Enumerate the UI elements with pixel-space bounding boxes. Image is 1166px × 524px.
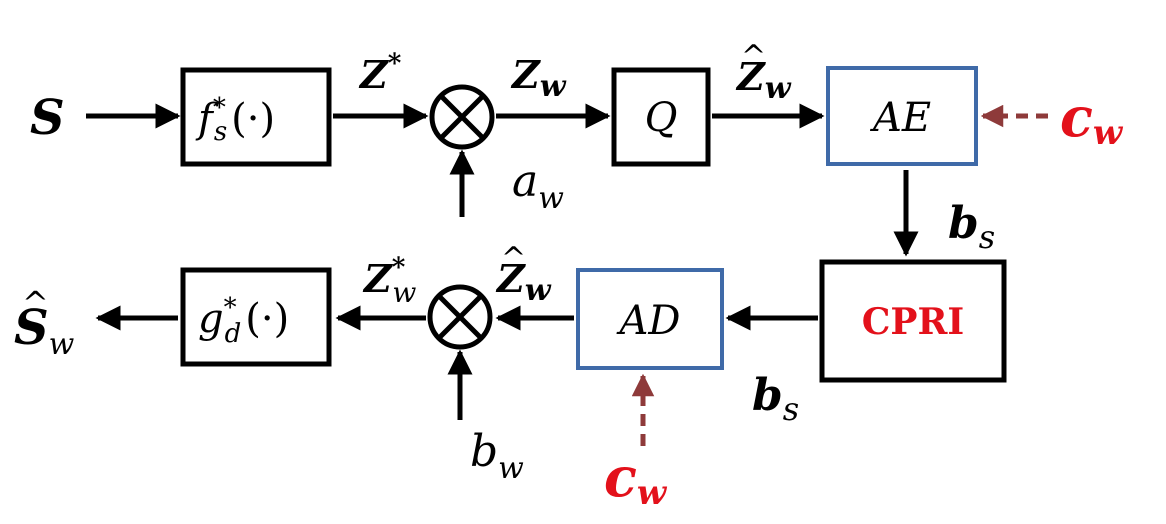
decoder-function-sup: *: [224, 293, 237, 323]
quantizer-label: Q: [645, 95, 678, 141]
b-s-right-label: bs: [948, 198, 995, 256]
decoder-function-arg: (·): [245, 296, 289, 342]
multiplier-top: [429, 84, 495, 150]
cpri-label: CPRI: [862, 301, 964, 343]
c-w-bottom-label: cw: [604, 445, 668, 513]
arithmetic-encoder-block: AE: [826, 66, 978, 166]
arithmetic-encoder-label: AE: [869, 95, 931, 141]
recovered-output-label: Sw: [14, 300, 75, 362]
decoder-function-sub: d: [225, 319, 242, 349]
svg-text:g*d(·): g*d(·): [198, 293, 289, 349]
z-w-hat-bottom-label: Zw: [495, 256, 552, 308]
source-label: S: [30, 90, 65, 146]
recovered-output-hat: ^: [22, 284, 49, 322]
svg-text:f*s(·): f*s(·): [195, 93, 275, 147]
z-w-star-label: Z*w: [362, 253, 416, 309]
z-w-label: Zw: [510, 52, 567, 104]
a-w-label: aw: [512, 156, 564, 216]
b-s-bottom-label: bs: [752, 370, 799, 428]
z-w-hat-top-hat: ^: [741, 39, 766, 74]
c-w-top-label: cw: [1060, 85, 1124, 153]
arithmetic-decoder-label: AD: [616, 298, 681, 344]
multiplier-bottom: [427, 284, 493, 350]
encoder-function-arg: (·): [231, 96, 275, 142]
quantizer-block: Q: [611, 67, 711, 167]
z-w-hat-bottom-hat: ^: [501, 241, 526, 276]
arithmetic-decoder-block: AD: [576, 268, 724, 370]
decoder-function-label: g: [198, 296, 224, 342]
decoder-function-block: g*d(·): [180, 267, 332, 367]
z-w-hat-top-label: Zw: [735, 54, 792, 106]
cpri-block: CPRI: [819, 259, 1007, 383]
encoder-function-sup: *: [213, 93, 226, 123]
encoder-function-sub: s: [214, 117, 227, 147]
z-star-label: Z*: [358, 49, 402, 97]
encoder-function-block: f*s(·): [180, 67, 332, 167]
b-w-label: bw: [470, 426, 524, 486]
